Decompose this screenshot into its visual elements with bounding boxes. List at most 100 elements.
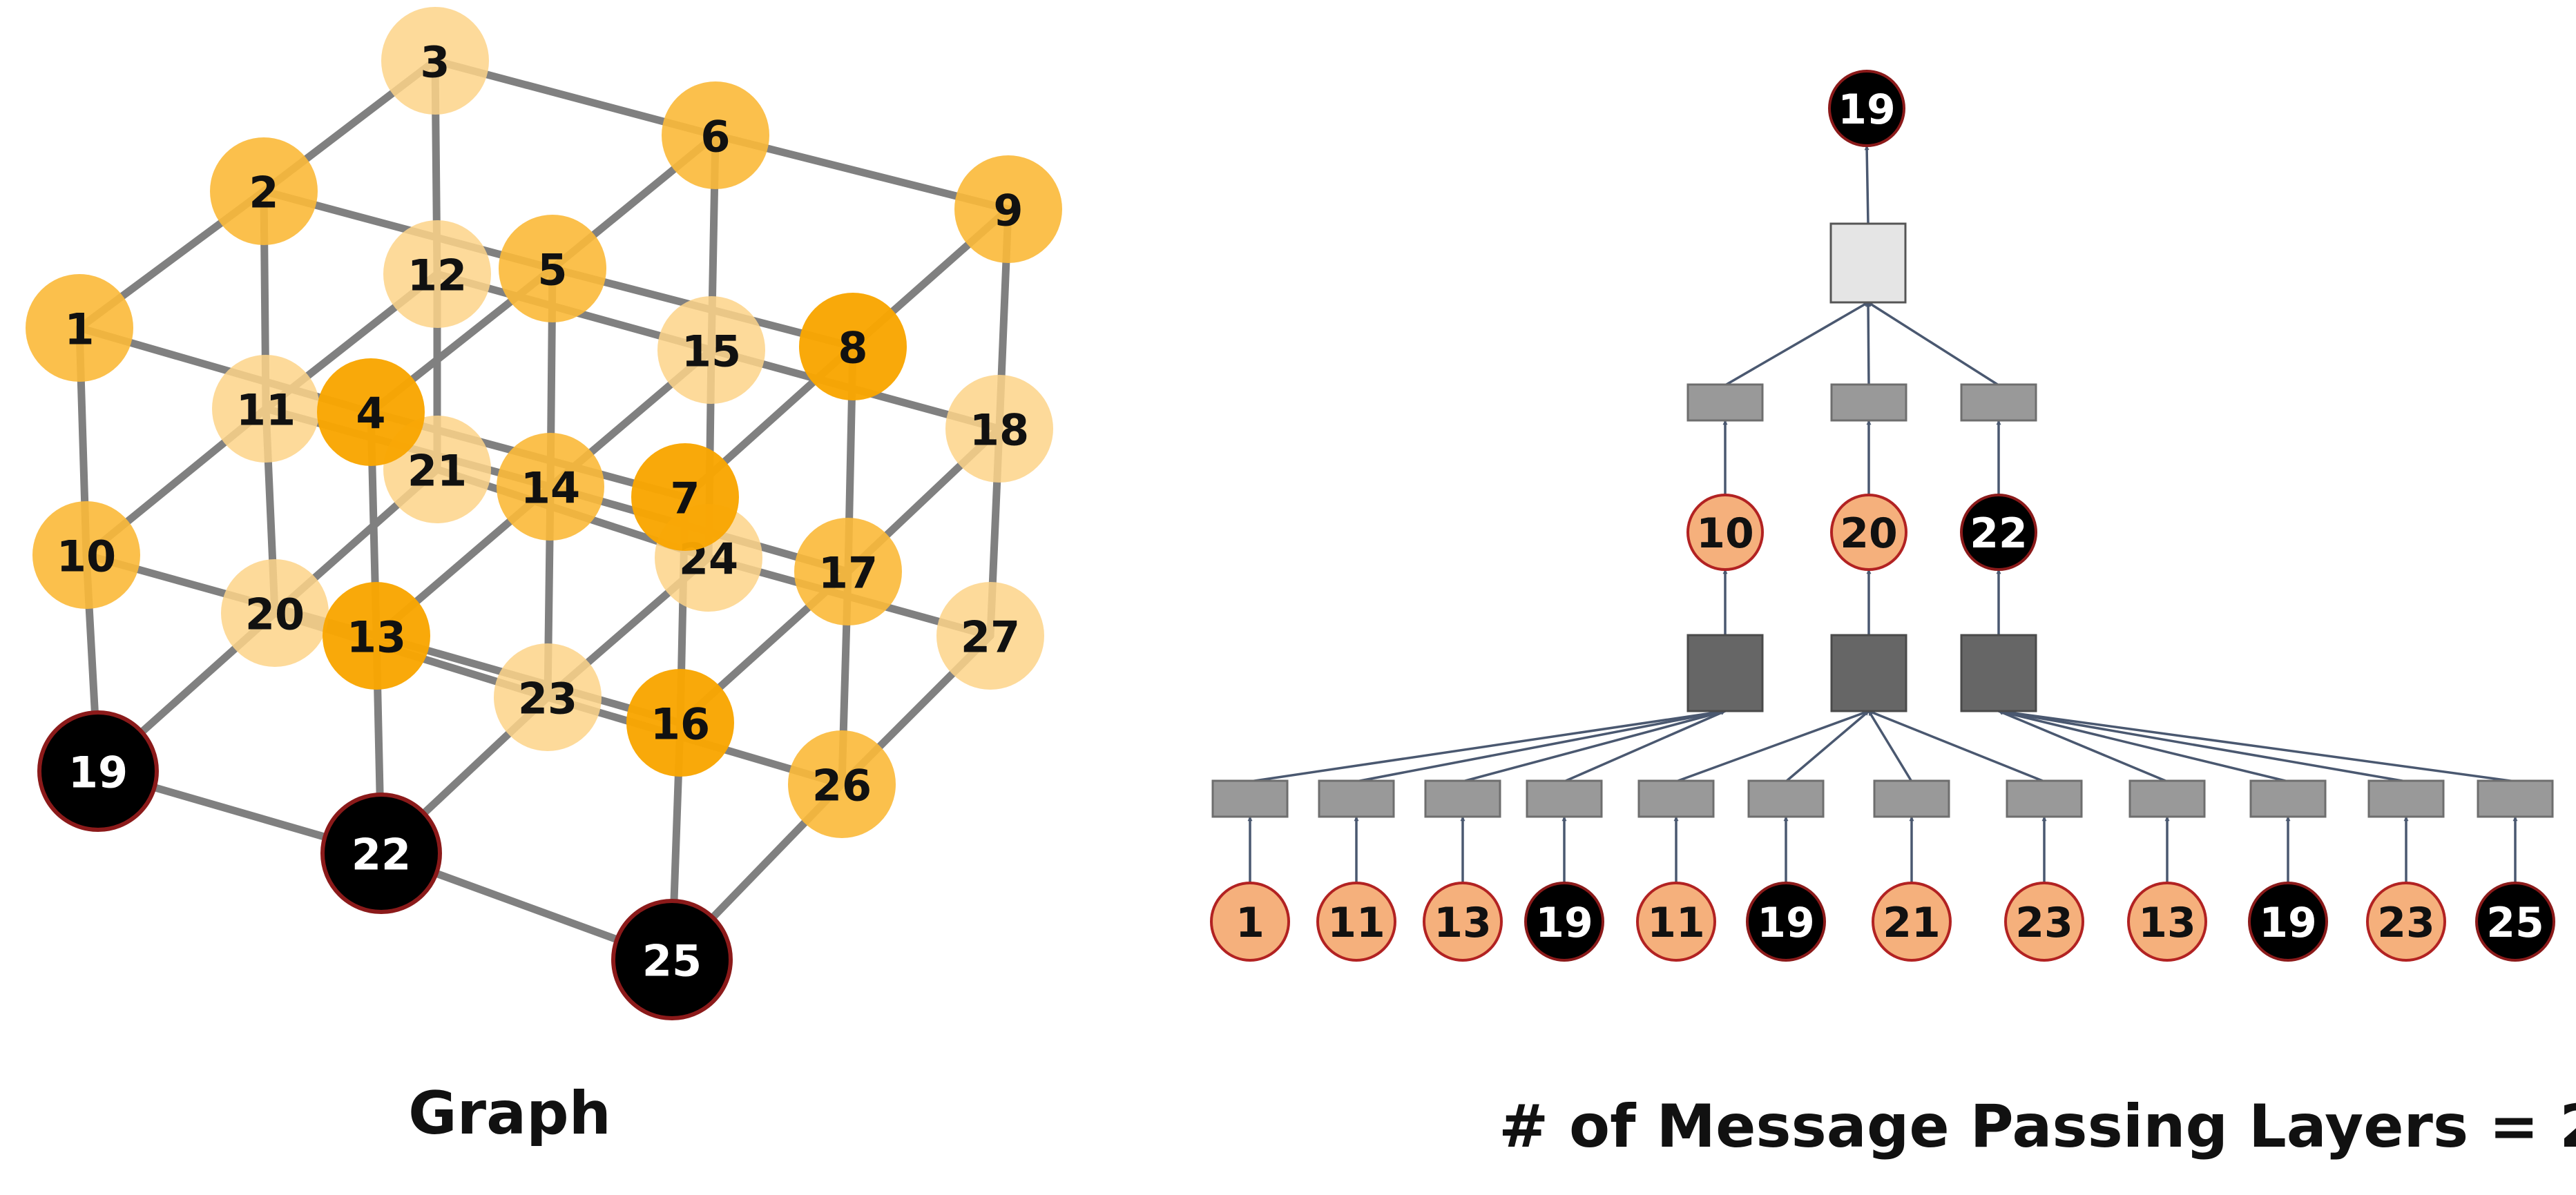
graph-node-circle xyxy=(662,81,769,189)
graph-node-circle xyxy=(794,518,902,625)
graph-node-16: 16 xyxy=(626,669,734,777)
aggregation-box-1 xyxy=(1830,634,1907,712)
graph-node-10: 10 xyxy=(32,501,140,609)
graph-node-circle xyxy=(32,501,140,609)
arrow-mid-box-2-to-agg xyxy=(1867,301,1999,387)
graph-node-circle xyxy=(383,220,491,328)
graph-node-label: 26 xyxy=(812,761,872,811)
graph-node-label: 6 xyxy=(700,112,730,162)
graph-node-circle xyxy=(799,293,907,400)
tree-node-label: 19 xyxy=(2259,899,2317,947)
tree-node-circle xyxy=(1316,882,1396,962)
graph-node-27: 27 xyxy=(936,582,1044,690)
tree-leaf-node-10: 23 xyxy=(2366,882,2446,962)
arrow-agg-to-root xyxy=(1864,145,1869,224)
tree-node-label: 10 xyxy=(1696,509,1754,558)
tree-node-circle xyxy=(2248,882,2328,962)
graph-node-circle xyxy=(788,730,896,838)
graph-node-circle xyxy=(657,296,765,404)
tree-node-circle xyxy=(1872,882,1952,962)
graph-node-13: 13 xyxy=(323,582,430,690)
graph-node-9: 9 xyxy=(954,155,1062,263)
graph-node-7: 7 xyxy=(631,443,739,551)
graph-node-label: 5 xyxy=(537,245,567,295)
graph-node-label: 11 xyxy=(236,385,296,436)
message-box-leaf-10 xyxy=(2367,779,2445,818)
tree-node-label: 21 xyxy=(1883,899,1941,947)
graph-node-14: 14 xyxy=(497,433,604,541)
graph-node-12: 12 xyxy=(383,220,491,328)
graph-node-circle xyxy=(212,355,320,463)
graph-node-label: 14 xyxy=(521,463,580,514)
tree-node-circle xyxy=(1830,494,1907,571)
message-box-mid-2 xyxy=(1960,383,2037,422)
arrow-mid-box-1-to-agg xyxy=(1865,302,1871,386)
graph-node-11: 11 xyxy=(212,355,320,463)
message-box-mid-1 xyxy=(1830,383,1907,422)
message-box-leaf-11 xyxy=(2477,779,2554,818)
arrow-leaf-box-0-to-agg xyxy=(1249,709,1726,783)
graph-node-label: 12 xyxy=(407,251,467,301)
tree-node-circle xyxy=(1746,882,1826,962)
graph-node-18: 18 xyxy=(945,375,1053,483)
tree-leaf-node-4: 11 xyxy=(1636,882,1716,962)
tree-node-circle xyxy=(2366,882,2446,962)
tree-node-label: 19 xyxy=(1838,86,1896,134)
graph-node-label: 25 xyxy=(642,936,702,987)
aggregation-box-2 xyxy=(1960,634,2037,712)
tree-node-circle xyxy=(2475,882,2555,962)
graph-node-23: 23 xyxy=(494,643,602,751)
graph-node-circle xyxy=(945,375,1053,483)
tree-root-node: 19 xyxy=(1828,70,1905,147)
graph-node-circle xyxy=(320,793,442,914)
graph-node-25: 25 xyxy=(611,899,733,1020)
graph-node-circle xyxy=(499,215,606,322)
graph-node-label: 21 xyxy=(407,446,467,496)
tree-node-label: 13 xyxy=(2138,899,2196,947)
graph-node-label: 19 xyxy=(68,748,128,798)
graph-node-label: 3 xyxy=(420,37,450,88)
tree-mid-node-0: 10 xyxy=(1686,494,1764,571)
graph-node-circle xyxy=(381,7,489,115)
tree-node-circle xyxy=(1636,882,1716,962)
tree-leaf-node-2: 13 xyxy=(1423,882,1503,962)
root-aggregation-box xyxy=(1829,222,1907,304)
tree-node-label: 13 xyxy=(1434,899,1492,947)
tree-leaf-node-8: 13 xyxy=(2127,882,2207,962)
graph-node-label: 27 xyxy=(961,612,1020,663)
tree-mid-node-1: 20 xyxy=(1830,494,1907,571)
arrow-leaf-box-5-to-agg xyxy=(1785,710,1870,783)
arrow-leaf-box-4-to-agg xyxy=(1675,710,1869,783)
tree-node-circle xyxy=(1524,882,1604,962)
arrow-leaf-box-1-to-agg xyxy=(1356,709,1726,783)
graph-node-label: 1 xyxy=(64,304,94,355)
graph-node-4: 4 xyxy=(317,358,425,466)
graph-node-label: 15 xyxy=(682,327,741,377)
tree-node-label: 23 xyxy=(2377,899,2435,947)
arrow-leaf-box-10-to-agg xyxy=(1998,709,2407,783)
arrow-leaf-box-9-to-agg xyxy=(1998,710,2289,783)
arrow-mid-box-0-to-agg xyxy=(1724,301,1869,387)
arrow-leaf-box-7-to-agg xyxy=(1868,710,2045,783)
graph-node-circle xyxy=(37,710,159,832)
graph-node-circle xyxy=(936,582,1044,690)
message-box-leaf-1 xyxy=(1318,779,1395,818)
tree-node-circle xyxy=(2004,882,2084,962)
graph-node-circle xyxy=(323,582,430,690)
graph-node-label: 16 xyxy=(651,699,710,750)
graph-node-circle xyxy=(631,443,739,551)
tree-leaf-node-11: 25 xyxy=(2475,882,2555,962)
arrow-leaf-box-3-to-agg xyxy=(1564,710,1726,783)
tree-caption: # of Message Passing Layers = 2 xyxy=(1499,1092,2576,1161)
graph-node-circle xyxy=(611,899,733,1020)
tree-node-label: 19 xyxy=(1535,899,1593,947)
aggregation-box-0 xyxy=(1686,634,1764,712)
message-box-leaf-2 xyxy=(1424,779,1501,818)
message-box-leaf-9 xyxy=(2249,779,2327,818)
graph-node-3: 3 xyxy=(381,7,489,115)
graph-node-label: 22 xyxy=(352,830,411,880)
graph-node-19: 19 xyxy=(37,710,159,832)
tree-mid-node-2: 22 xyxy=(1960,494,2037,571)
graph-node-circle xyxy=(497,433,604,541)
